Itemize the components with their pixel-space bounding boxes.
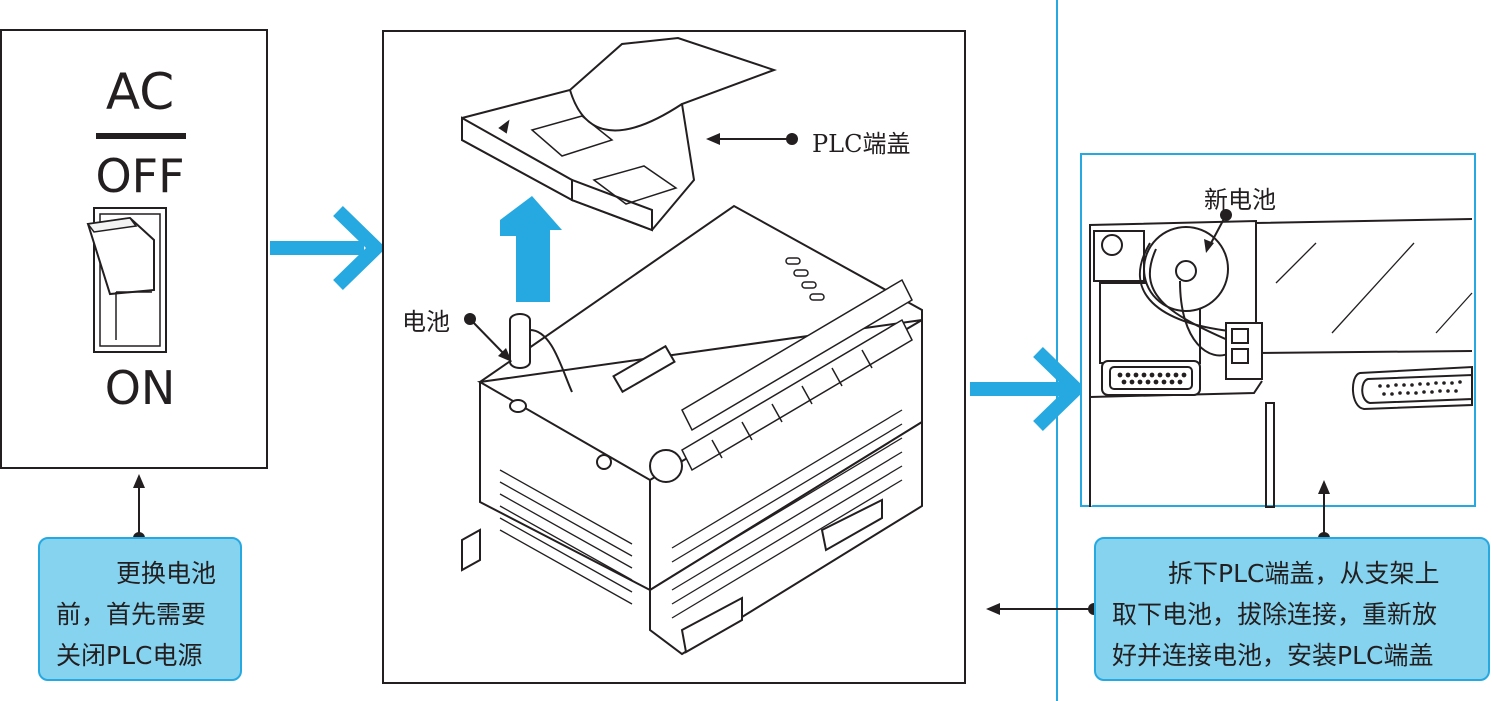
cover-label: PLC端盖 — [812, 130, 911, 158]
new-battery-label: 新电池 — [1204, 186, 1276, 214]
off-label: OFF — [95, 149, 185, 203]
plc-end-cover-icon — [461, 36, 778, 232]
ac-label: AC — [105, 63, 175, 121]
on-label: ON — [104, 361, 176, 415]
step3-callout: 拆下PLC端盖，从支架上 取下电池，拔除连接，重新放 好并连接电池，安装PLC端… — [1094, 537, 1490, 681]
step3-line-3: 好并连接电池，安装PLC端盖 — [1112, 641, 1434, 670]
flow-arrow-1-icon — [270, 205, 387, 291]
label-divider — [96, 133, 186, 139]
terminal-blocks — [681, 278, 913, 472]
step1-line-3: 关闭PLC电源 — [56, 641, 203, 670]
vent-slots — [499, 409, 903, 619]
serial-connector-right — [1352, 365, 1473, 411]
plc-unit-illustration — [461, 36, 923, 656]
lift-arrow-icon — [500, 196, 562, 302]
battery-icon — [509, 313, 573, 413]
step1-line-2: 前，首先需要 — [56, 600, 207, 629]
step3-line-2: 取下电池，拔除连接，重新放 — [1112, 600, 1438, 629]
section-divider — [1056, 0, 1058, 701]
step3-line-1: 拆下PLC端盖，从支架上 — [1168, 559, 1440, 588]
toggle-switch-icon — [86, 207, 167, 353]
step1-callout: 更换电池 前，首先需要 关闭PLC电源 — [38, 537, 242, 681]
battery-detail-illustration — [1089, 209, 1473, 508]
battery-label: 电池 — [402, 308, 450, 336]
status-leds — [785, 257, 825, 301]
step1-line-1: 更换电池 — [116, 559, 217, 588]
flow-arrow-2-icon — [970, 346, 1087, 432]
